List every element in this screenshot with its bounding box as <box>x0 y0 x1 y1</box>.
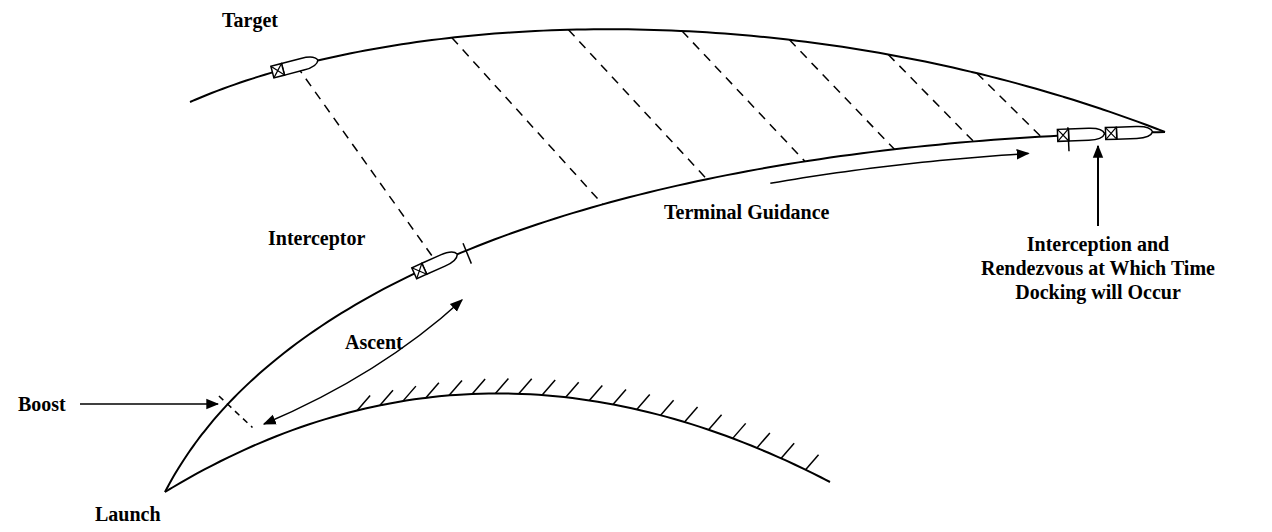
ascent-arrow <box>264 300 462 424</box>
label: Interception and Rendezvous at Which Tim… <box>977 232 1219 304</box>
label: Interceptor <box>268 226 365 250</box>
line-of-sight <box>977 73 1041 136</box>
guidance-arrow <box>770 153 1028 183</box>
label: Target <box>222 8 278 32</box>
ground-hatch <box>380 390 393 405</box>
ground-hatch <box>781 443 794 458</box>
docked-spacecraft <box>1057 126 1152 142</box>
label: Ascent <box>345 330 403 354</box>
target-orbit <box>190 29 1165 132</box>
ground-hatch <box>806 455 819 470</box>
line-of-sight <box>682 31 805 161</box>
line-of-sight <box>568 30 706 179</box>
line-of-sight <box>789 40 894 149</box>
target-spacecraft <box>271 54 320 77</box>
rendezvous-arrow <box>1097 146 1099 226</box>
ground-hatch <box>357 395 370 410</box>
interceptor-spacecraft <box>1057 128 1104 142</box>
ground-hatch <box>426 383 439 398</box>
ground-hatch <box>542 380 555 395</box>
ground-hatch <box>495 378 508 393</box>
earth-surface <box>165 393 830 492</box>
ascent-end-tick <box>463 243 471 263</box>
ground-hatch <box>709 415 722 430</box>
ground-hatch <box>637 394 650 409</box>
ground-hatch <box>685 407 698 422</box>
label: Launch <box>95 502 161 526</box>
label: Terminal Guidance <box>664 200 829 224</box>
ground-hatch <box>566 382 579 397</box>
ground-hatch <box>589 385 602 400</box>
boost-end-tick <box>219 396 253 427</box>
interceptor-trajectory <box>165 132 1165 492</box>
boost-arrow <box>80 403 218 405</box>
ground-hatch <box>661 400 674 415</box>
interceptor-spacecraft <box>412 249 460 279</box>
line-of-sight <box>452 38 603 205</box>
target-spacecraft <box>1105 126 1152 140</box>
ground-hatch <box>472 379 485 394</box>
label: Boost <box>18 392 66 416</box>
ground-hatch <box>733 423 746 438</box>
ground-hatch <box>613 389 626 404</box>
ground-hatch <box>757 433 770 448</box>
ground-hatch <box>449 380 462 395</box>
ground-hatch <box>519 379 532 394</box>
ground-hatch <box>403 386 416 401</box>
line-of-sight <box>888 54 973 141</box>
